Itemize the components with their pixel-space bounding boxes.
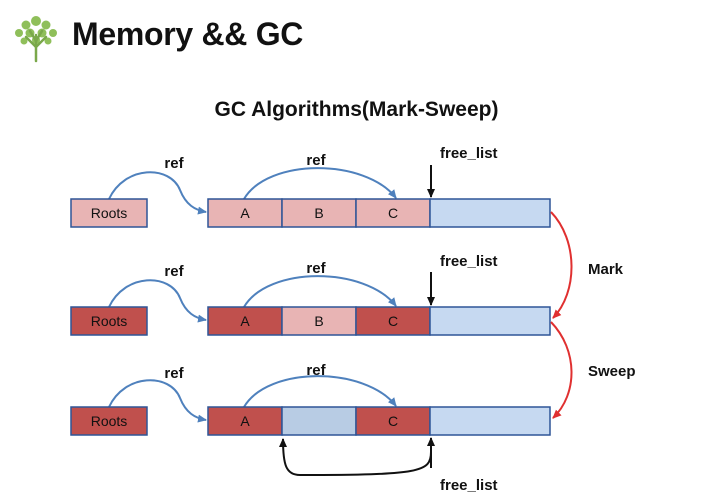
sweep-phase-label: Sweep	[588, 363, 636, 380]
heap-cell-b-label: B	[314, 313, 323, 329]
roots-box	[70, 198, 148, 228]
roots-label: Roots	[91, 205, 128, 221]
heap-cell-b-label: B	[314, 205, 323, 221]
free-list-label: free_list	[440, 253, 498, 270]
ref-arrow-roots	[108, 279, 207, 323]
heap-cell-c-label: C	[388, 413, 398, 429]
diagram-title: GC Algorithms(Mark-Sweep)	[214, 98, 499, 121]
tree-icon	[15, 16, 57, 63]
ref-label-roots: ref	[164, 365, 184, 382]
free-list-label: free_list	[440, 477, 498, 494]
roots-box	[70, 306, 148, 336]
sweep-phase-arrow	[550, 321, 573, 419]
heap-cell-c-label: C	[388, 205, 398, 221]
ref-arrow-roots	[108, 379, 207, 423]
ref-label-objects: ref	[306, 362, 326, 379]
free-region	[429, 406, 551, 436]
row-2: ref ref Roots A C free_list	[70, 362, 551, 494]
heap-cell-a	[207, 306, 283, 336]
mark-phase-arrow	[550, 211, 573, 319]
row-1: ref ref Roots A B C free_list	[70, 253, 551, 336]
roots-box	[70, 406, 148, 436]
row-0: ref ref Roots A B C free_list	[70, 145, 551, 228]
heap-cell-b	[281, 198, 357, 228]
free-list-label: free_list	[440, 145, 498, 162]
free-region	[429, 198, 551, 228]
ref-arrow-roots	[108, 171, 207, 215]
heap-cell-b-freed	[281, 406, 357, 436]
heap-cell-c	[355, 406, 431, 436]
heap-cell-a	[207, 198, 283, 228]
ref-label-roots: ref	[164, 263, 184, 280]
heap-cell-a-label: A	[240, 205, 250, 221]
ref-arrow-objects	[243, 275, 397, 308]
header	[10, 10, 62, 64]
heap-cell-a-label: A	[240, 413, 250, 429]
ref-arrow-objects	[243, 375, 397, 408]
ref-arrow-objects	[243, 167, 397, 200]
heap-cell-a	[207, 406, 283, 436]
ref-label-objects: ref	[306, 152, 326, 169]
ref-label-roots: ref	[164, 155, 184, 172]
page-title: Memory && GC	[72, 16, 304, 52]
heap-cell-c	[355, 198, 431, 228]
heap-cell-c-label: C	[388, 313, 398, 329]
ref-label-objects: ref	[306, 260, 326, 277]
free-region	[429, 306, 551, 336]
roots-label: Roots	[91, 313, 128, 329]
roots-label: Roots	[91, 413, 128, 429]
free-list-link-arrow	[279, 438, 432, 477]
heap-cell-b	[281, 306, 357, 336]
heap-cell-a-label: A	[240, 313, 250, 329]
mark-phase-label: Mark	[588, 261, 624, 278]
